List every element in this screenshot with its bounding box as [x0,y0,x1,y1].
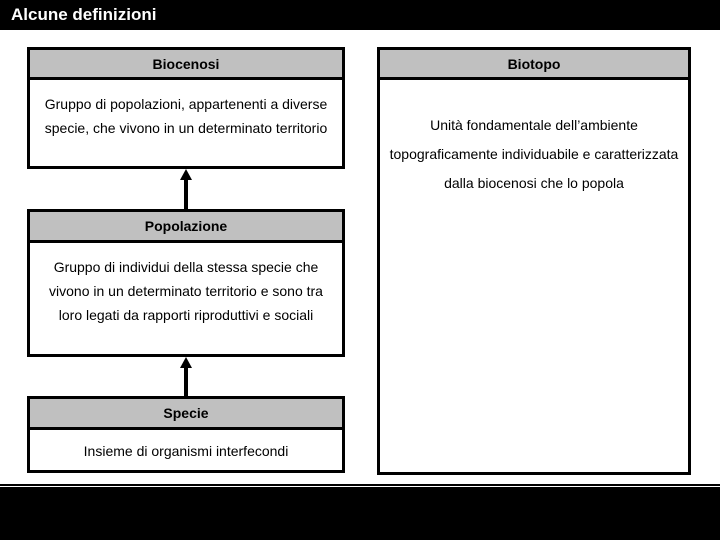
definition-body-biotopo: Unità fondamentale dell’ambiente topogra… [389,117,679,191]
definition-box-popolazione: Popolazione Gruppo di individui della st… [27,209,345,357]
definition-box-biotopo: Biotopo Unità fondamentale dell’ambiente… [377,47,691,475]
definition-body-specie: Insieme di organismi interfecondi [83,443,289,459]
definition-box-specie: Specie Insieme di organismi interfecondi [27,396,345,473]
arrow-head-icon [180,357,192,368]
arrow-specie-to-popolazione-icon [180,357,192,396]
definition-header-popolazione: Popolazione [30,212,342,243]
definition-body-popolazione: Gruppo di individui della stessa specie … [49,259,323,323]
definition-header-biotopo: Biotopo [380,50,688,80]
arrow-popolazione-to-biocenosi-icon [180,169,192,209]
definition-box-biocenosi: Biocenosi Gruppo di popolazioni, apparte… [27,47,345,169]
footer-divider [0,484,720,486]
footer-bar: INDICE GENERALE INDICE LEZIONE [0,487,720,540]
definition-header-biocenosi: Biocenosi [30,50,342,80]
page-title: Alcune definizioni [11,5,157,24]
definition-header-specie: Specie [30,399,342,430]
title-bar: Alcune definizioni [0,0,720,30]
arrow-head-icon [180,169,192,180]
definition-body-biocenosi: Gruppo di popolazioni, appartenenti a di… [44,96,328,136]
arrow-stem [184,365,188,396]
arrow-stem [184,177,188,209]
